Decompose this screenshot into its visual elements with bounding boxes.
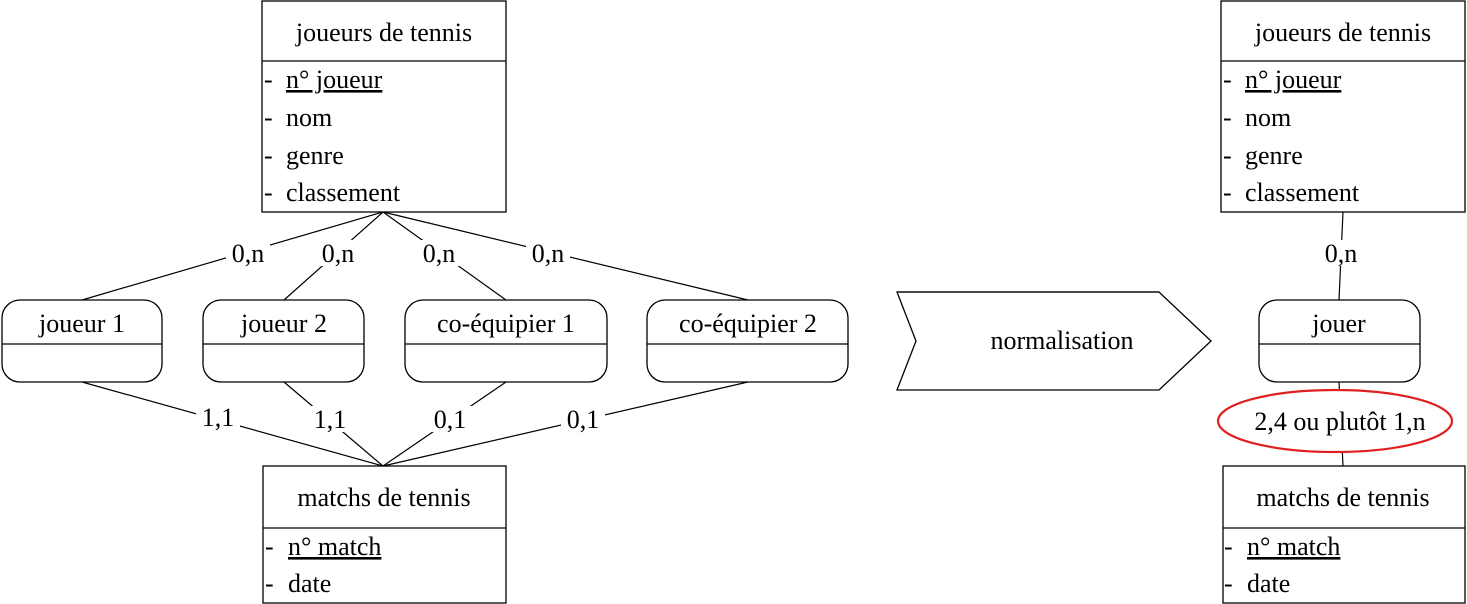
attribute-bullet: - <box>1223 178 1232 207</box>
relation-label: jouer <box>1311 309 1366 338</box>
relation-label: joueur 1 <box>38 309 125 338</box>
attribute-bullet: - <box>1223 103 1232 132</box>
arrow-label: normalisation <box>991 326 1134 355</box>
relation-label: co-équipier 2 <box>679 309 817 338</box>
relation-jouer: jouer <box>1258 299 1421 383</box>
cardinality-label: 0,n <box>322 239 355 268</box>
relation-label: joueur 2 <box>240 309 327 338</box>
attribute: classement <box>286 178 401 207</box>
cardinality-label: 1,1 <box>202 403 235 432</box>
attribute-bullet: - <box>264 65 273 94</box>
entity-title: joueurs de tennis <box>1254 18 1431 47</box>
cardinality-label: 0,n <box>532 239 565 268</box>
cardinality-label: 0,n <box>232 239 265 268</box>
entity-title: matchs de tennis <box>297 483 470 512</box>
attribute-key: n° joueur <box>1245 65 1342 94</box>
attribute-bullet: - <box>1224 569 1233 598</box>
relation-label: co-équipier 1 <box>437 309 575 338</box>
attribute: classement <box>1245 178 1360 207</box>
entity-title: joueurs de tennis <box>295 18 472 47</box>
entity-title: matchs de tennis <box>1256 483 1429 512</box>
cardinality-labels-bottom: 1,1 1,1 0,1 0,1 <box>196 403 605 434</box>
cardinality-label: 0,1 <box>567 405 600 434</box>
attribute-bullet: - <box>264 178 273 207</box>
entity-matchs-de-tennis-left: matchs de tennis - n° match - date <box>262 465 507 604</box>
cardinality-label: 0,n <box>423 239 456 268</box>
highlighted-cardinality: 2,4 ou plutôt 1,n <box>1216 388 1454 454</box>
attribute: genre <box>286 141 344 170</box>
entity-joueurs-de-tennis-left: joueurs de tennis - n° joueur - nom - ge… <box>261 0 507 213</box>
attribute: date <box>1247 569 1290 598</box>
cardinality-label: 0,1 <box>434 405 467 434</box>
entity-joueurs-de-tennis-right: joueurs de tennis - n° joueur - nom - ge… <box>1220 0 1466 213</box>
highlight-ellipse <box>1216 388 1454 454</box>
attribute: nom <box>1245 103 1291 132</box>
relation-co-equipier-2: co-équipier 2 <box>646 299 849 383</box>
cardinality-label: 1,1 <box>314 405 347 434</box>
cardinality-label: 0,n <box>1325 239 1358 268</box>
attribute: nom <box>286 103 332 132</box>
entity-matchs-de-tennis-right: matchs de tennis - n° match - date <box>1222 465 1466 604</box>
attribute-bullet: - <box>264 141 273 170</box>
relation-joueur-1: joueur 1 <box>1 299 163 383</box>
relation-co-equipier-1: co-équipier 1 <box>404 299 608 383</box>
attribute-bullet: - <box>1224 532 1233 561</box>
attribute-bullet: - <box>264 103 273 132</box>
attribute-key: n° match <box>1247 532 1340 561</box>
attribute-bullet: - <box>1223 65 1232 94</box>
normalisation-arrow: normalisation <box>896 291 1212 391</box>
attribute-bullet: - <box>1223 141 1232 170</box>
relation-joueur-2: joueur 2 <box>202 299 365 383</box>
attribute-bullet: - <box>265 569 274 598</box>
cardinality-label: 2,4 ou plutôt 1,n <box>1254 407 1425 436</box>
attribute: genre <box>1245 141 1303 170</box>
cardinality-labels-top: 0,n 0,n 0,n 0,n <box>226 239 570 268</box>
attribute: date <box>288 569 331 598</box>
attribute-key: n° match <box>288 532 381 561</box>
attribute-key: n° joueur <box>286 65 383 94</box>
attribute-bullet: - <box>265 532 274 561</box>
